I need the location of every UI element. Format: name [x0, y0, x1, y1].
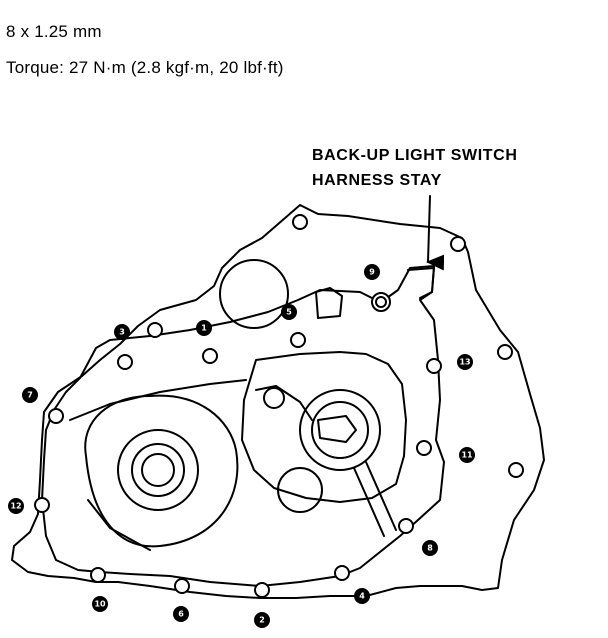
shift-housing	[241, 351, 407, 503]
bolt-badge-1: 1	[196, 320, 212, 336]
shift-rod	[353, 461, 397, 537]
mount-hole	[450, 236, 466, 252]
bolt-badge-5-label: 5	[286, 308, 292, 317]
bolt-badge-6: 6	[173, 606, 189, 622]
bolt-badge-12: 12	[8, 498, 24, 514]
bolt-badge-11-label: 11	[461, 451, 473, 460]
harness-stay	[407, 267, 435, 299]
housing-outline	[11, 204, 545, 599]
rib-bottom	[87, 499, 151, 551]
differential-bearing-inner	[131, 443, 185, 497]
bolt-badge-2-label: 2	[259, 616, 265, 625]
differential-housing	[84, 394, 239, 548]
bolt-badge-5: 5	[281, 304, 297, 320]
selector-shaft	[317, 415, 357, 443]
bolt-badge-3: 3	[114, 324, 130, 340]
bolt-badge-11: 11	[459, 447, 475, 463]
bolt-head	[174, 578, 190, 594]
bolt-badge-2: 2	[254, 612, 270, 628]
rib-top	[69, 379, 247, 421]
bolt-head	[426, 358, 442, 374]
bolt-head	[334, 565, 350, 581]
mount-hole	[508, 462, 524, 478]
bolt-badges: 1 2 3 4 5 6 7 8 9 10 11	[8, 264, 475, 628]
bolt-badge-3-label: 3	[119, 328, 125, 337]
bolt-badge-4-label: 4	[359, 592, 365, 601]
bolt-head	[254, 582, 270, 598]
harness-stay-callout-line2: HARNESS STAY	[312, 172, 442, 189]
bolt-badge-9-label: 9	[369, 268, 375, 277]
bolt-badge-8-label: 8	[427, 544, 433, 553]
shift-lever-arm	[255, 385, 313, 421]
bolt-badge-9: 9	[364, 264, 380, 280]
lower-boss	[277, 467, 323, 513]
bolt-head	[290, 332, 306, 348]
bolt-badge-6-label: 6	[178, 610, 184, 619]
harness-stay-callout-line1: BACK-UP LIGHT SWITCH	[312, 147, 518, 164]
bolt-badge-13-label: 13	[459, 358, 470, 367]
selector-housing-inner	[311, 401, 369, 459]
bolt-badge-8: 8	[422, 540, 438, 556]
bolt-badge-13: 13	[457, 354, 473, 370]
differential-seal	[141, 453, 175, 487]
bolt-head	[202, 348, 218, 364]
bolt-head	[117, 354, 133, 370]
mount-hole	[497, 344, 513, 360]
bolt-badge-4: 4	[354, 588, 370, 604]
mount-hole	[147, 322, 163, 338]
bolt-badge-10: 10	[92, 596, 108, 612]
bolt-head-large-inner	[375, 296, 387, 308]
bolt-size-spec: 8 x 1.25 mm	[6, 22, 102, 41]
shift-pivot	[263, 387, 285, 409]
bracket	[315, 287, 343, 319]
upper-boss	[219, 259, 289, 329]
bolt-badge-7-label: 7	[27, 391, 33, 400]
bolt-badge-7: 7	[22, 387, 38, 403]
bolt-head	[90, 567, 106, 583]
mount-hole	[292, 214, 308, 230]
bolt-head	[398, 518, 414, 534]
bolt-head	[34, 497, 50, 513]
bolt-head	[416, 440, 432, 456]
torque-spec: Torque: 27 N·m (2.8 kgf·m, 20 lbf·ft)	[6, 58, 284, 77]
bolt-head	[48, 408, 64, 424]
selector-housing-outer	[299, 389, 381, 471]
callout-arrow	[426, 195, 445, 271]
differential-bearing-outer	[117, 429, 199, 511]
bolt-badge-10-label: 10	[94, 600, 106, 609]
bolt-badge-12-label: 12	[10, 502, 21, 511]
bolt-badge-1-label: 1	[201, 324, 207, 333]
